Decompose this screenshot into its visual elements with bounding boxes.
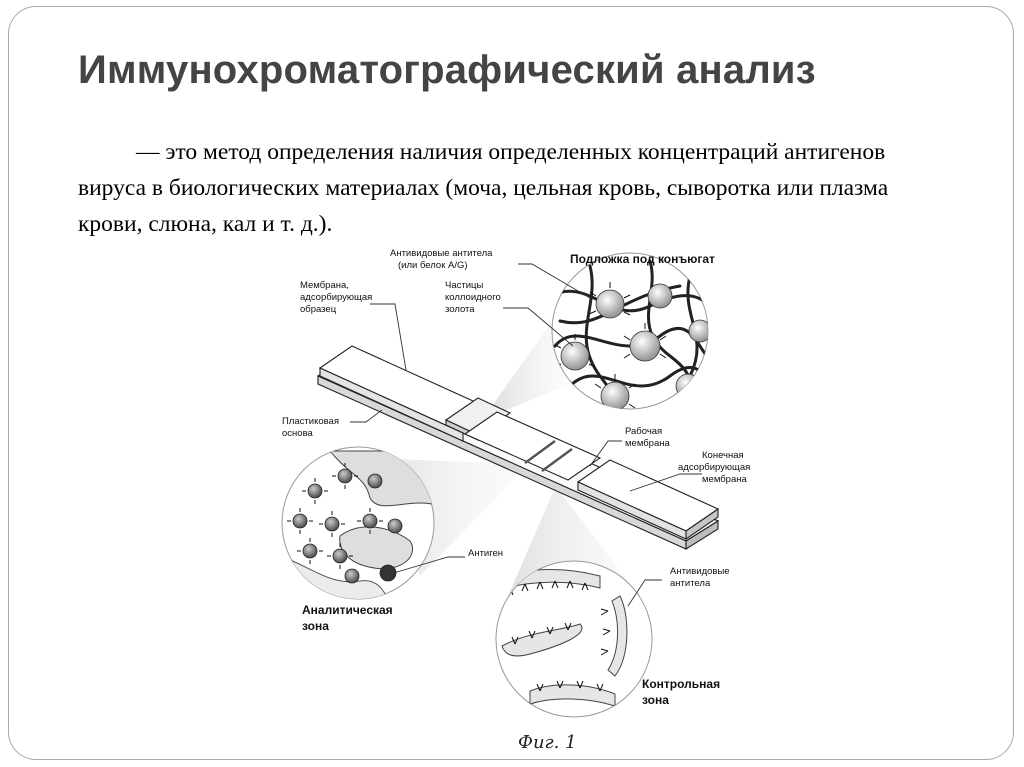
conjugate-zoom-circle <box>551 252 709 410</box>
label-control-antibodies: Антивидовые <box>670 566 730 577</box>
label-conjugate-pad: Подложка под конъюгат <box>570 252 715 266</box>
label-gold-particles: Частицы <box>445 280 483 291</box>
label-control-zone: Контрольная <box>642 677 720 691</box>
label-plastic-base-2: основа <box>282 428 314 439</box>
label-working-membrane-2: мембрана <box>625 438 670 449</box>
label-analytic-zone: Аналитическая <box>302 603 393 617</box>
diagram-labels: Антивидовые антитела (или белок A/G) Под… <box>282 248 750 753</box>
label-antigen: Антиген <box>468 548 503 559</box>
label-working-membrane: Рабочая <box>625 426 662 437</box>
analytic-zoom-circle <box>281 446 435 600</box>
definition-text: — это метод определения наличия определе… <box>78 139 889 237</box>
label-antispecies-antibodies: Антивидовые антитела <box>390 248 493 259</box>
label-plastic-base: Пластиковая <box>282 416 339 427</box>
label-end-membrane: Конечная <box>702 450 744 461</box>
label-membrane-2: адсорбирующая <box>300 292 372 303</box>
label-end-membrane-2: адсорбирующая <box>678 462 750 473</box>
label-gold-particles-2: коллоидного <box>445 292 501 303</box>
test-strip <box>316 345 720 550</box>
figure-caption: Фиг. 1 <box>518 732 577 753</box>
slide-title: Иммунохроматографический анализ <box>78 48 816 92</box>
label-antispecies-antibodies-note: (или белок A/G) <box>398 260 468 271</box>
zoom-cone-conjugate <box>492 296 570 416</box>
control-zoom-circle <box>495 560 653 718</box>
label-membrane-3: образец <box>300 304 337 315</box>
label-gold-particles-3: золота <box>445 304 475 315</box>
leader-lines <box>350 263 702 607</box>
label-end-membrane-3: мембрана <box>702 474 747 485</box>
diagram-figure: Антивидовые антитела (или белок A/G) Под… <box>270 236 770 756</box>
label-control-antibodies-2: антитела <box>670 578 711 589</box>
label-analytic-zone-2: зона <box>302 619 329 633</box>
label-control-zone-2: зона <box>642 693 669 707</box>
label-membrane: Мембрана, <box>300 280 349 291</box>
immunochromatography-diagram: Антивидовые антитела (или белок A/G) Под… <box>281 248 750 753</box>
